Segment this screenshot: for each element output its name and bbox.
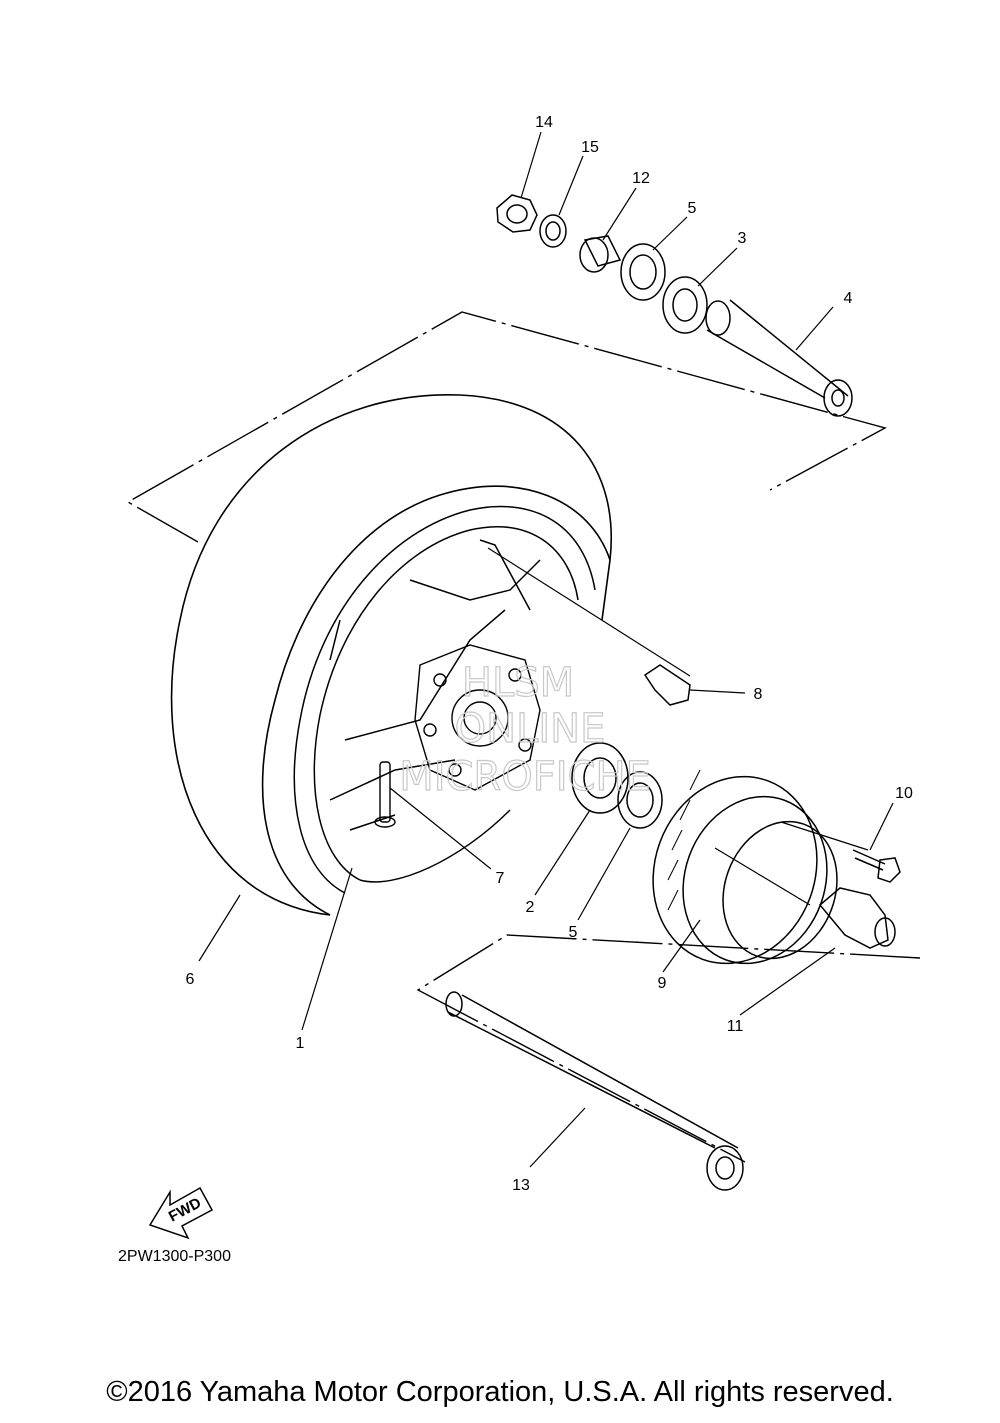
rear-axle bbox=[447, 994, 739, 1149]
washer bbox=[539, 214, 567, 248]
wheel-rim bbox=[293, 505, 596, 894]
callout-10: 10 bbox=[895, 785, 913, 802]
callout-12: 12 bbox=[632, 170, 650, 187]
tire bbox=[170, 394, 612, 916]
callout-7: 7 bbox=[496, 870, 505, 887]
callout-4: 4 bbox=[844, 290, 853, 307]
callout-labels: 14 15 12 5 3 4 8 10 7 2 5 9 11 6 1 13 bbox=[186, 114, 913, 1194]
bearing-2 bbox=[571, 742, 629, 814]
callout-15: 15 bbox=[581, 139, 599, 156]
bearing-3 bbox=[662, 276, 708, 334]
svg-text:HLSM: HLSM bbox=[462, 660, 574, 706]
svg-text:MICROFICHE: MICROFICHE bbox=[399, 754, 651, 800]
copyright-notice: ©2016 Yamaha Motor Corporation, U.S.A. A… bbox=[106, 1376, 894, 1408]
drive-collar bbox=[818, 887, 889, 949]
callout-3: 3 bbox=[738, 230, 747, 247]
valve-stem bbox=[374, 761, 396, 828]
collar bbox=[583, 235, 622, 267]
upper-assembly-box bbox=[126, 311, 887, 543]
damper-clip bbox=[643, 664, 691, 706]
lower-parts bbox=[445, 664, 901, 1191]
watermark: HLSM ONLINE MICROFICHE bbox=[399, 659, 652, 800]
svg-text:ONLINE: ONLINE bbox=[455, 706, 606, 752]
diagram-code: 2PW1300-P300 bbox=[118, 1248, 231, 1265]
callout-11: 11 bbox=[727, 1018, 744, 1035]
callout-6: 6 bbox=[186, 971, 195, 988]
fwd-arrow-icon: FWD bbox=[148, 1186, 214, 1240]
callout-1: 1 bbox=[296, 1035, 305, 1052]
pulley-drum bbox=[652, 775, 818, 965]
callout-13: 13 bbox=[512, 1177, 530, 1194]
upper-parts bbox=[496, 194, 853, 417]
callout-8: 8 bbox=[754, 686, 763, 703]
callout-5-upper: 5 bbox=[688, 200, 697, 217]
lower-assembly-box bbox=[416, 934, 921, 1163]
leader-lines bbox=[198, 131, 894, 1168]
callout-2: 2 bbox=[526, 899, 535, 916]
callout-5-lower: 5 bbox=[569, 924, 578, 941]
callout-9: 9 bbox=[658, 975, 667, 992]
wheel-hub bbox=[414, 644, 541, 791]
oil-seal-lower bbox=[617, 771, 663, 829]
oil-seal bbox=[620, 243, 666, 301]
axle-nut bbox=[496, 194, 538, 233]
callout-14: 14 bbox=[535, 114, 553, 131]
spacer bbox=[706, 299, 849, 399]
